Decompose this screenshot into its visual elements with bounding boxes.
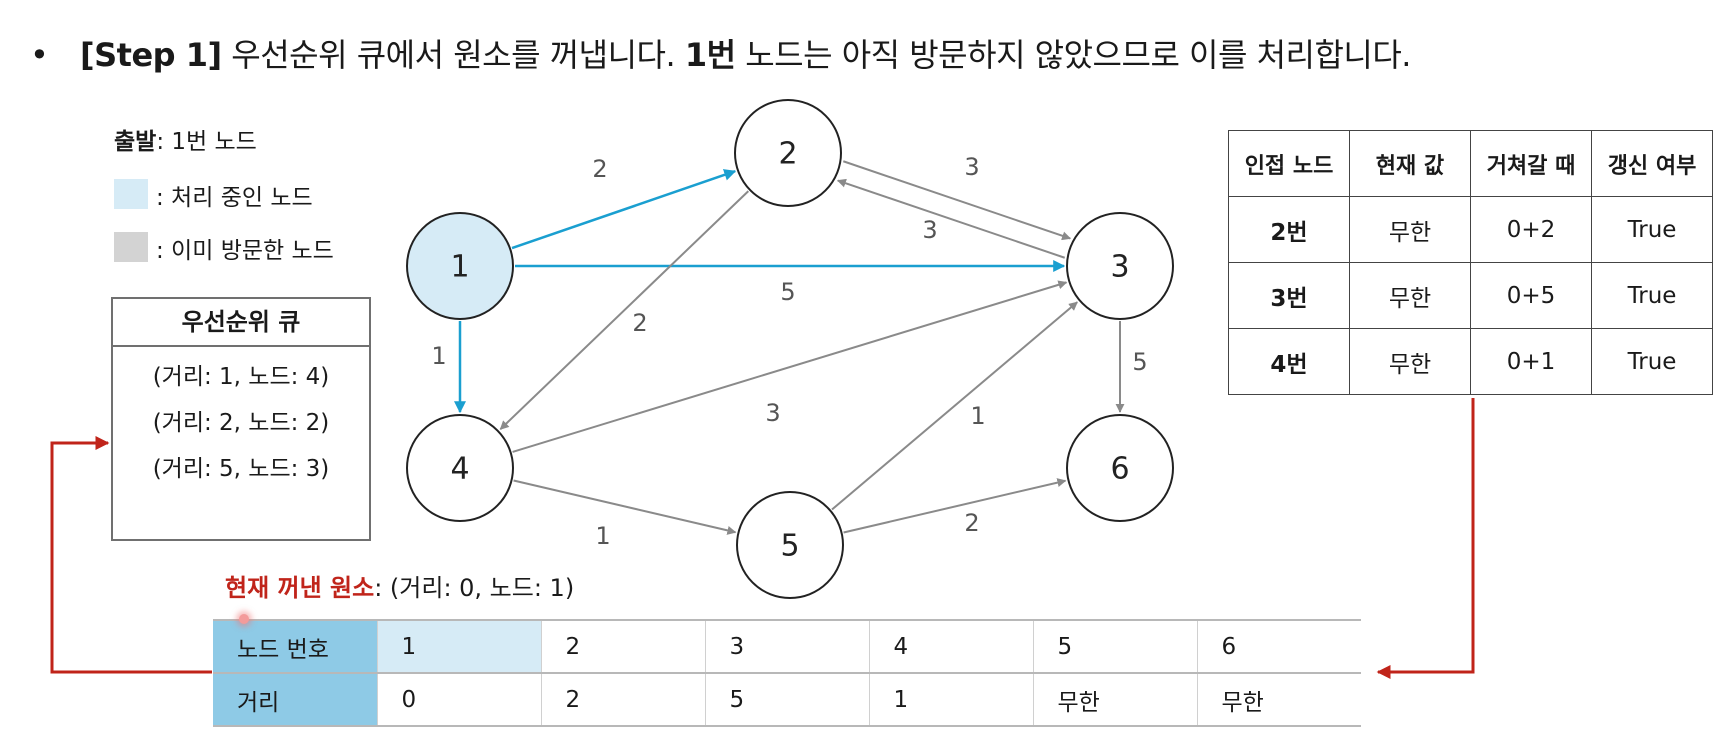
edge-2-4	[499, 190, 750, 430]
graph-node-label: 4	[450, 452, 469, 487]
bullet: •	[30, 36, 49, 74]
edge-weight-label: 3	[964, 153, 979, 181]
graph-node-label: 3	[1110, 250, 1129, 285]
graph-node-6	[1066, 414, 1174, 522]
legend-start: 출발: 1번 노드	[114, 122, 257, 156]
edge-weight-label: 5	[1132, 348, 1147, 376]
edge-weight-label: 3	[922, 216, 937, 244]
graph-node-2	[734, 99, 842, 207]
legend-processing-label: : 처리 중인 노드	[156, 185, 313, 211]
edge-weight-label: 2	[964, 509, 979, 537]
adj-cell: 0+2	[1470, 196, 1592, 263]
dist-value-cell: 2	[541, 673, 706, 727]
edge-weight-label: 1	[970, 402, 985, 430]
graph-node-5	[736, 491, 844, 599]
edge-weight-label: 2	[632, 309, 647, 337]
adj-cell: 2번	[1228, 196, 1350, 263]
graph-node-label: 6	[1110, 452, 1129, 487]
adjacency-table: 인접 노드 현재 값 거쳐갈 때 갱신 여부 2번 무한 0+2 True 3번…	[1228, 130, 1713, 395]
legend-visited-swatch	[114, 232, 148, 262]
adj-cell: 4번	[1228, 328, 1350, 395]
title-part1: 우선순위 큐에서 원소를 꺼냅니다.	[221, 36, 685, 74]
priority-queue-title: 우선순위 큐	[113, 299, 369, 347]
edge-weight-label: 2	[592, 155, 607, 183]
graph-node-1	[406, 212, 514, 320]
dist-value-cell: 0	[377, 673, 542, 727]
dist-value-cell: 무한	[1033, 673, 1198, 727]
edge-weight-label: 5	[780, 278, 795, 306]
adj-cell: 0+5	[1470, 262, 1592, 329]
step-title: • [Step 1] 우선순위 큐에서 원소를 꺼냅니다. 1번 노드는 아직 방…	[30, 30, 1411, 76]
edge-weight-label: 3	[765, 399, 780, 427]
graph-node-label: 2	[778, 137, 797, 172]
adj-header: 갱신 여부	[1591, 130, 1713, 197]
queue-item: (거리: 1, 노드: 4)	[152, 364, 330, 390]
edge-2-3	[842, 160, 1072, 241]
adj-cell: True	[1591, 328, 1713, 395]
edge-5-3	[831, 301, 1078, 511]
adj-header: 인접 노드	[1228, 130, 1350, 197]
current-element-value: : (거리: 0, 노드: 1)	[374, 574, 575, 602]
table-row: 노드 번호 1 2 3 4 5 6	[213, 619, 1361, 674]
dist-node-cell: 5	[1033, 619, 1198, 674]
dist-value-cell: 5	[705, 673, 870, 727]
dist-row-header: 노드 번호	[213, 619, 378, 674]
adj-cell: True	[1591, 196, 1713, 263]
adj-cell: 0+1	[1470, 328, 1592, 395]
cursor-dot	[239, 614, 249, 624]
dist-value-cell: 1	[869, 673, 1034, 727]
graph-node-label: 1	[450, 250, 469, 285]
dist-node-cell: 1	[377, 619, 542, 674]
legend-start-rest: : 1번 노드	[156, 129, 257, 155]
legend-processing-swatch	[114, 179, 148, 209]
title-part2: 노드는 아직 방문하지 않았으므로 이를 처리합니다.	[735, 36, 1411, 74]
step-label: [Step 1]	[80, 36, 222, 74]
legend-visited-label: : 이미 방문한 노드	[156, 238, 334, 264]
table-row: 3번 무한 0+5 True	[1228, 262, 1713, 329]
distance-table: 노드 번호 1 2 3 4 5 6 거리 0 2 5 1 무한 무한	[213, 619, 1361, 727]
edge-weight-label: 1	[431, 342, 446, 370]
dist-row-header: 거리	[213, 673, 378, 727]
adj-cell: 무한	[1349, 196, 1471, 263]
adj-cell: True	[1591, 262, 1713, 329]
dist-value-cell: 무한	[1197, 673, 1361, 727]
adj-cell: 무한	[1349, 262, 1471, 329]
edge-4-5	[513, 479, 737, 535]
connector-to-queue	[50, 436, 212, 674]
title-node-bold: 1번	[684, 36, 736, 74]
queue-item: (거리: 2, 노드: 2)	[152, 410, 330, 436]
edge-1-2	[511, 169, 737, 250]
graph-node-3	[1066, 212, 1174, 320]
adj-header: 현재 값	[1349, 130, 1471, 197]
graph-node-label: 5	[780, 529, 799, 564]
queue-item: (거리: 5, 노드: 3)	[152, 456, 330, 482]
dist-node-cell: 2	[541, 619, 706, 674]
dist-node-cell: 6	[1197, 619, 1361, 674]
dist-node-cell: 3	[705, 619, 870, 674]
graph-node-4	[406, 414, 514, 522]
table-row: 2번 무한 0+2 True	[1228, 196, 1713, 263]
edge-3-2	[836, 178, 1066, 259]
dist-node-cell: 4	[869, 619, 1034, 674]
table-row: 거리 0 2 5 1 무한 무한	[213, 673, 1361, 727]
current-element-label: 현재 꺼낸 원소	[225, 574, 375, 602]
edge-5-6	[843, 478, 1067, 534]
current-element: 현재 꺼낸 원소: (거리: 0, 노드: 1)	[225, 568, 574, 603]
adj-cell: 무한	[1349, 328, 1471, 395]
adj-cell: 3번	[1228, 262, 1350, 329]
legend-start-bold: 출발	[114, 129, 157, 155]
edge-weight-label: 1	[595, 522, 610, 550]
table-row: 4번 무한 0+1 True	[1228, 328, 1713, 395]
edge-4-3	[512, 280, 1068, 453]
priority-queue-box: 우선순위 큐 (거리: 1, 노드: 4) (거리: 2, 노드: 2) (거리…	[111, 297, 371, 541]
adj-header: 거쳐갈 때	[1470, 130, 1592, 197]
connector-from-table	[1376, 398, 1475, 679]
